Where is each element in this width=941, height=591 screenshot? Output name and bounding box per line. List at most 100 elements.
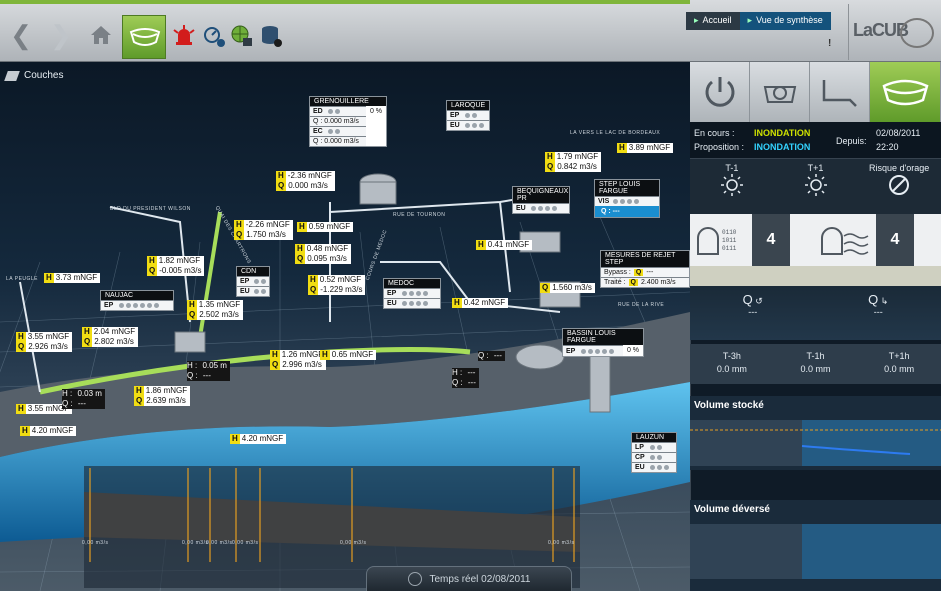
street-label: RUE DE TOURNON <box>393 212 446 218</box>
time-selector[interactable]: Temps réel 02/08/2011 <box>366 566 572 591</box>
flow-out: Q ↳--- <box>868 292 889 317</box>
volume-spilled-title: Volume déversé <box>694 504 770 515</box>
station-card-cdn[interactable]: CDN EP EU <box>236 266 270 297</box>
database-icon[interactable] <box>258 22 286 50</box>
notification-indicator[interactable]: ! <box>828 38 832 49</box>
status-block: En cours : INONDATION Proposition : INON… <box>690 122 941 158</box>
timeline-label: 0,00 m3/s <box>232 540 259 546</box>
station-card-step-louis-fargue[interactable]: STEP LOUIS FARGUE VIS Q : --- <box>594 179 660 218</box>
sun-icon <box>804 174 827 196</box>
layers-icon <box>4 70 20 81</box>
current-mode: INONDATION <box>754 128 811 138</box>
status-time: 22:20 <box>876 142 899 152</box>
measure-icon[interactable] <box>200 22 228 50</box>
svg-text:0111: 0111 <box>722 245 737 252</box>
volume-stored-title: Volume stocké <box>694 400 764 411</box>
arrow-out-icon: ↳ <box>880 296 889 306</box>
logo-area <box>848 4 941 60</box>
alert-count[interactable]: 4 <box>752 214 790 266</box>
cycle-small-icon: ↺ <box>755 296 763 306</box>
station-card-bassin-louis-fargue[interactable]: BASSIN LOUIS FARGUE EP 0 % <box>562 328 644 357</box>
forward-icon[interactable]: ❯ <box>50 19 72 50</box>
street-label: LA VERS LE LAC DE BORDEAUX <box>570 130 661 136</box>
inondation-mode-icon[interactable] <box>122 15 166 59</box>
storm-risk: Risque d'orage <box>857 159 941 214</box>
card-title: GRENOUILLERE <box>310 97 386 106</box>
alert-count[interactable]: 4 <box>876 214 914 266</box>
timeline-label: 0,00 m3/s <box>82 540 109 546</box>
network-icon[interactable] <box>228 22 256 50</box>
flow-cycle: Q ↺--- <box>742 292 763 317</box>
timeline-label: 0,00 m3/s <box>206 540 233 546</box>
back-icon[interactable]: ❮ <box>10 19 32 50</box>
breadcrumb: ▸Accueil ▸Vue de synthèse <box>686 12 831 30</box>
breadcrumb-current[interactable]: ▸Vue de synthèse <box>739 12 831 30</box>
station-card-mesures-rejet[interactable]: MESURES DE REJET STEP Bypass :Q--- Trait… <box>600 250 690 288</box>
top-toolbar: ❮ ❯ ▸Accueil ▸Vue de synthèse ! LaCUB <box>0 0 941 62</box>
inondation-icon[interactable] <box>870 62 941 122</box>
toolbar-accent-line <box>0 0 690 4</box>
fill-percentage: 0 % <box>365 106 386 146</box>
station-card-laroque[interactable]: LAROQUE EP EU <box>446 100 490 131</box>
reading-label[interactable]: Q : --- <box>478 351 505 361</box>
station-card-naujac[interactable]: NAUJAC EP <box>100 290 174 311</box>
station-card-bequigneaux[interactable]: BEQUIGNEAUX PR EU <box>512 186 570 214</box>
cycle-icon[interactable] <box>750 62 810 122</box>
drain-icon[interactable] <box>810 62 870 122</box>
timeline-label: 0,00 m3/s <box>340 540 367 546</box>
svg-text:1011: 1011 <box>722 237 737 244</box>
refresh-icon[interactable] <box>407 572 422 586</box>
mode-selector <box>690 62 941 122</box>
street-label: BLD DU PRESIDENT WILSON <box>110 206 191 212</box>
time-label: Temps réel 02/08/2011 <box>429 573 531 585</box>
layers-toggle[interactable]: Couches <box>4 70 63 81</box>
svg-text:0110: 0110 <box>722 229 737 236</box>
network-map[interactable]: Couches BLD DU PRESIDENT WILSON LA PEUGL… <box>0 62 690 591</box>
station-card-lauzun[interactable]: LAUZUN LP CP EU <box>631 432 677 473</box>
volume-spilled-plot <box>690 524 941 579</box>
volume-spilled-section[interactable]: Volume déversé <box>690 500 941 591</box>
timeline-label: 0,00 m3/s <box>548 540 575 546</box>
breadcrumb-home[interactable]: ▸Accueil <box>686 12 740 30</box>
alarm-icon[interactable] <box>170 22 198 50</box>
reading-label[interactable]: H : ---Q : --- <box>452 368 479 388</box>
volume-stored-section[interactable]: Volume stocké <box>690 396 941 470</box>
no-icon <box>889 175 910 195</box>
logo-text: LaCUB <box>853 20 909 40</box>
street-label: RUE DE LA RIVE <box>618 302 665 308</box>
power-icon[interactable] <box>690 62 750 122</box>
sun-icon <box>720 174 743 196</box>
bell-wave-icon[interactable] <box>814 214 876 266</box>
weather-t-minus-1: T-1 <box>690 159 774 214</box>
flow-indicators: Q ↺--- Q ↳--- <box>690 286 941 340</box>
station-card-grenouillere[interactable]: GRENOUILLERE ED Q : 0.000 m3/s EC Q : 0.… <box>309 96 387 147</box>
station-card-medoc[interactable]: MEDOC EP EU <box>383 278 441 309</box>
home-icon[interactable] <box>88 22 114 48</box>
weather-forecast: T-1 T+1 Risque d'orage <box>690 158 941 214</box>
